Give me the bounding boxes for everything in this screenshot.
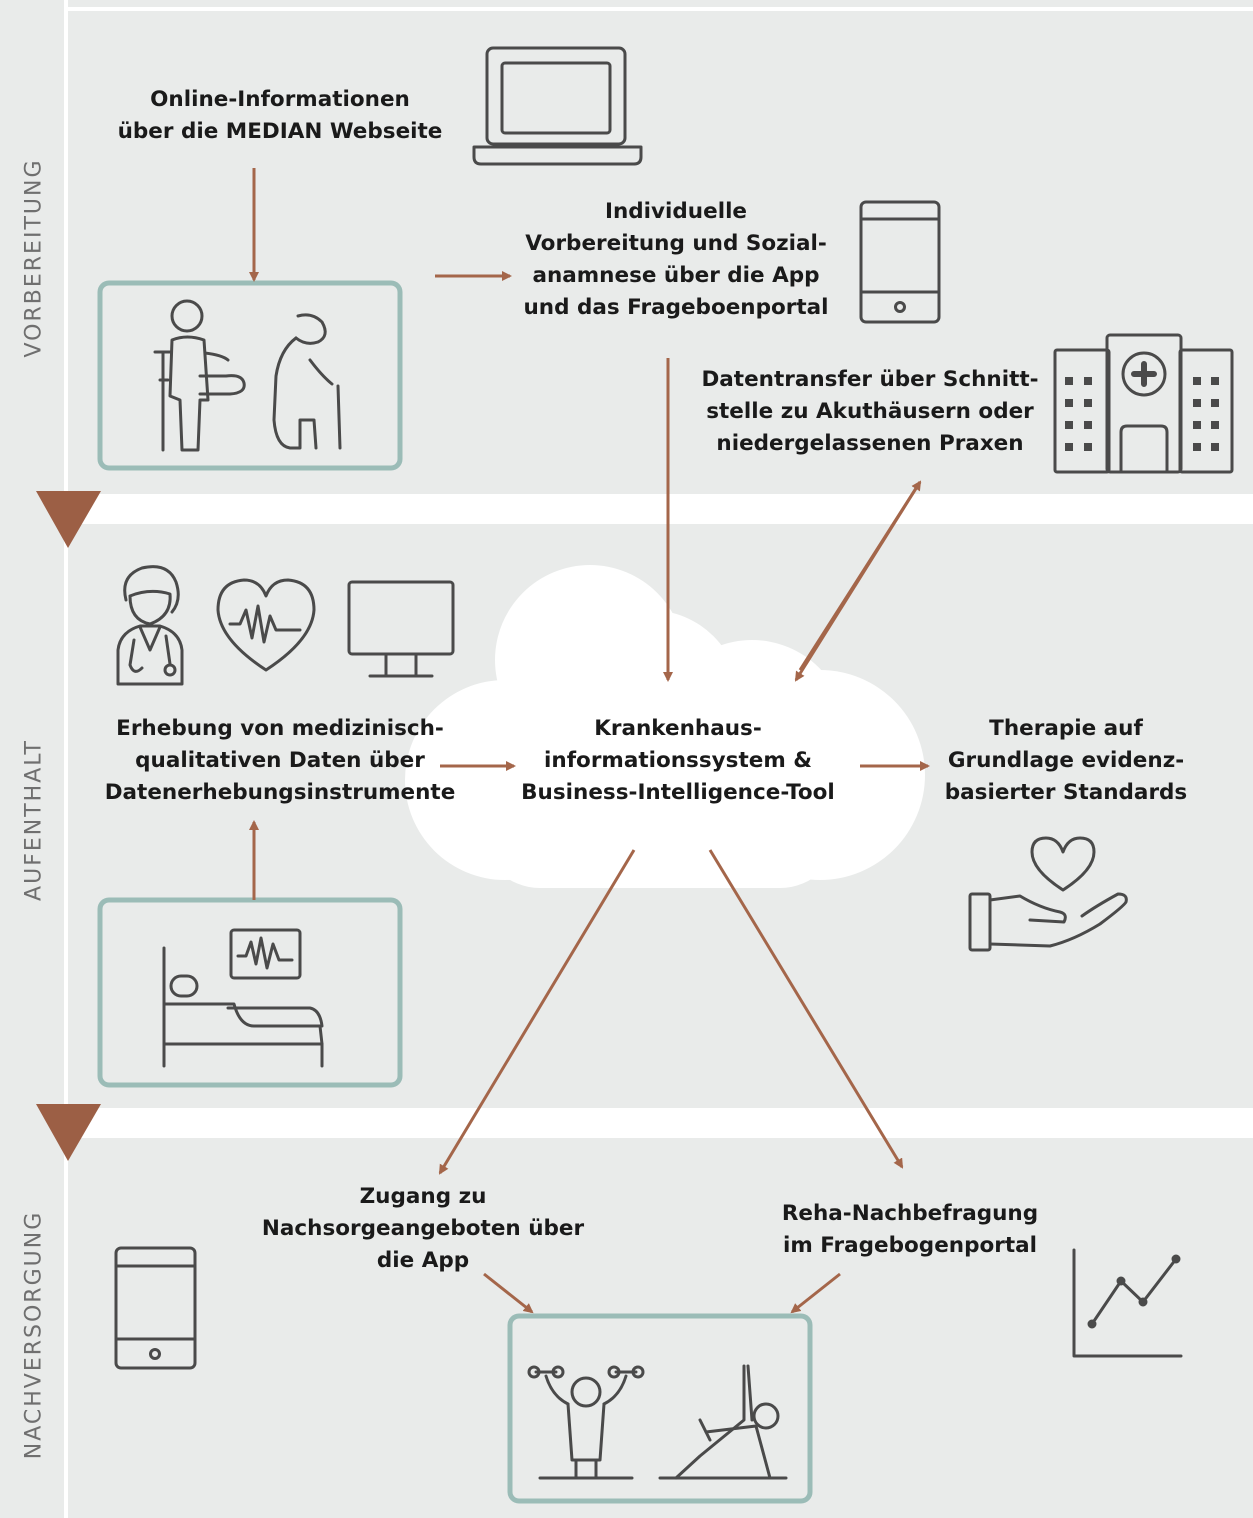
doctor-icon — [116, 565, 184, 686]
arrow-datentransfer-to-cloud — [794, 481, 922, 682]
phase-divider-2 — [66, 1108, 1253, 1138]
arrow-zugang-to-exercise — [483, 1272, 534, 1314]
laptop-icon — [472, 46, 643, 166]
arrow-cloud-to-zugang — [438, 849, 636, 1175]
exercise-icon — [527, 1364, 788, 1480]
label-krankenhaus: Krankenhaus-informationssystem &Business… — [521, 716, 835, 805]
cloud-shape — [405, 565, 925, 888]
phase-label-nachversorgung: NACHVERSORGUNG — [21, 1210, 47, 1460]
arrow-cloud-to-reha — [708, 849, 904, 1169]
arrow-reha-to-exercise — [790, 1272, 841, 1314]
phase-label-vorbereitung: VORBEREITUNG — [21, 158, 47, 358]
heart-hand-icon — [968, 836, 1128, 952]
phase-divider-1 — [66, 494, 1253, 524]
line-chart-icon — [1072, 1248, 1183, 1358]
hospital-icon — [1053, 333, 1234, 474]
hospital-bed-icon — [162, 928, 324, 1068]
phase-triangle-2 — [36, 1104, 101, 1161]
exercise-frame — [507, 1313, 813, 1504]
phase-triangle-1 — [36, 491, 101, 548]
heart-pulse-icon — [216, 578, 316, 672]
monitor-icon — [347, 580, 455, 678]
phase-label-aufenthalt: AUFENTHALT — [21, 739, 47, 901]
patients-icon — [153, 299, 342, 452]
flow-arrows — [249, 168, 930, 1314]
label-erhebung: Erhebung von medizinisch-qualitativen Da… — [104, 716, 456, 805]
label-datentransfer: Datentransfer über Schnitt-stelle zu Aku… — [701, 367, 1039, 456]
tablet-bottom-icon — [114, 1246, 197, 1370]
bed-frame — [97, 897, 403, 1088]
tablet-icon — [859, 200, 941, 324]
patients-frame — [97, 280, 403, 471]
